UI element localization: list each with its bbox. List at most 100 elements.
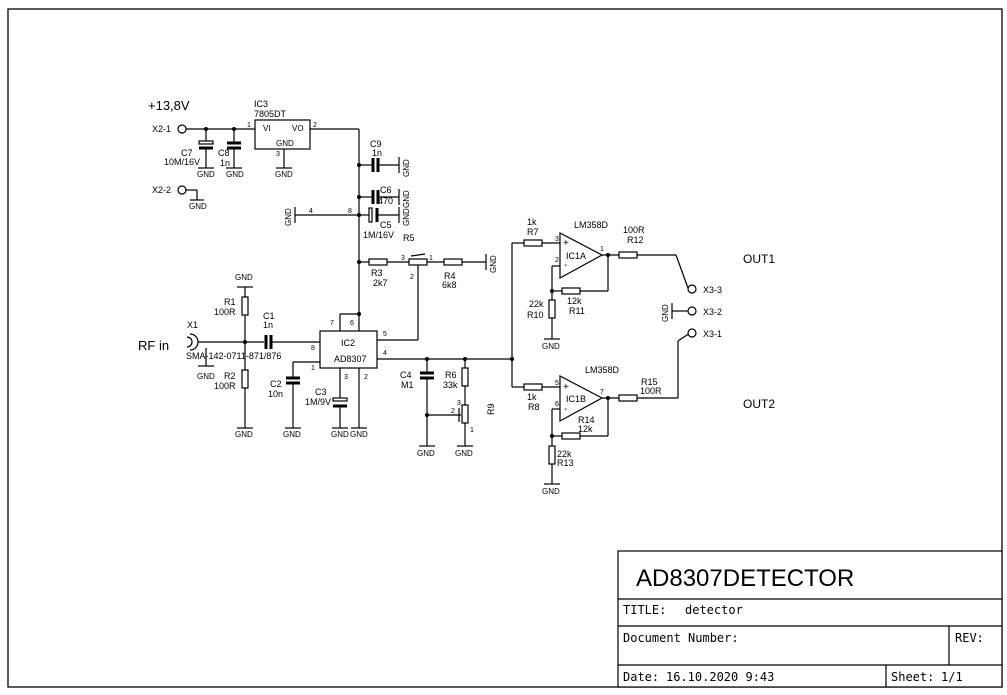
c8-name: C8 [218,148,230,158]
x2-2-terminal[interactable] [177,185,187,195]
ic2-chip [319,330,378,369]
c3-value: 1M/9V [305,397,331,407]
r2-name: R2 [224,371,236,381]
r11-value: 12k [567,296,582,306]
r12-name: R12 [627,235,644,245]
r6-value: 33k [443,380,458,390]
c9-value: 1n [372,148,382,158]
ic2-value: AD8307 [334,354,367,364]
x3-2-label: X3-2 [703,307,722,317]
svg-text:-: - [564,260,567,271]
x2-1-terminal[interactable] [177,124,187,134]
supply-label: +13,8V [148,98,190,113]
x3-2-terminal[interactable] [687,306,697,316]
svg-text:GND: GND [276,139,294,148]
r6-resistor [461,367,469,387]
c7-capacitor [198,140,214,145]
date-value: 16.10.2020 9:43 [666,670,774,684]
r1-resistor [241,296,249,316]
r3-name: R3 [371,268,383,278]
svg-text:4: 4 [309,208,313,215]
r7-name: R7 [527,227,539,237]
svg-text:GND: GND [197,372,215,381]
c6-name: C6 [380,185,392,195]
svg-text:1: 1 [600,246,604,253]
svg-text:VI: VI [263,124,271,133]
svg-text:8: 8 [311,345,315,352]
svg-text:4: 4 [383,350,387,357]
svg-text:6: 6 [350,320,354,327]
r8-name: R8 [528,402,540,412]
svg-text:2: 2 [555,257,559,264]
r12-resistor [618,251,638,259]
r9-trimmer[interactable] [461,404,469,424]
r11-name: R11 [569,306,585,316]
rev-label: REV: [955,631,984,645]
r1-name: R1 [224,297,236,307]
r14-name: R14 [578,415,595,425]
r6-name: R6 [445,370,457,380]
x1-label: X1 [187,320,198,330]
out1-label: OUT1 [743,252,775,266]
ic1a-name: IC1A [566,251,586,261]
r2-resistor [241,369,249,389]
svg-text:GND: GND [284,208,293,226]
svg-text:GND: GND [417,449,435,458]
svg-text:-: - [564,404,567,415]
svg-text:GND: GND [235,273,253,282]
document-number-label: Document Number: [623,631,739,645]
r11-resistor [561,287,581,295]
svg-text:GND: GND [542,487,560,496]
r3-resistor [368,258,388,266]
x3-3-terminal[interactable] [687,284,697,294]
c8-value: 1n [220,158,230,168]
power-supply-section: +13,8V X2-1 C7 10M/16V GND C8 1n GND X2-… [148,98,411,316]
out2-label: OUT2 [743,397,775,411]
svg-text:2: 2 [410,274,414,281]
svg-text:GND: GND [455,449,473,458]
svg-text:2: 2 [451,408,455,415]
r14-value: 12k [578,424,593,434]
ic1a-value: LM358D [574,220,609,230]
x2-1-label: X2-1 [152,124,171,134]
r13-resistor [548,445,556,465]
svg-text:3: 3 [276,151,280,158]
sma-connector-icon[interactable] [189,333,199,351]
c1-value: 1n [263,320,273,330]
svg-text:1: 1 [311,365,315,372]
svg-text:1: 1 [247,122,251,129]
svg-text:+: + [563,238,569,249]
x2-2-label: X2-2 [152,185,171,195]
svg-text:5: 5 [555,380,559,387]
svg-text:GND: GND [189,202,207,211]
r4-resistor [443,258,463,266]
svg-text:7: 7 [330,320,334,327]
svg-text:3: 3 [457,400,461,407]
x1-part: SMA-142-0711-871/876 [186,351,281,361]
title-block: AD8307DETECTOR TITLE: detector Document … [617,550,1003,688]
x3-1-terminal[interactable] [687,328,697,338]
c3-name: C3 [315,387,327,397]
title-label: TITLE: [623,603,666,617]
sheet-label: Sheet: [891,670,934,684]
svg-text:7: 7 [600,389,604,396]
sheet-value: 1/1 [941,670,963,684]
c5-name: C5 [380,220,392,230]
c6-value: 470 [378,196,393,206]
ic2-log-amp: IC2 AD8307 7 6 5 4 1 3 2 GND C2 10n GND … [268,313,514,439]
r10-name: R10 [527,310,544,320]
svg-text:GND: GND [350,430,368,439]
c2-value: 10n [268,389,283,399]
svg-text:GND: GND [226,170,244,179]
svg-text:GND: GND [661,304,670,322]
svg-text:+: + [563,382,569,393]
r5-trimmer[interactable] [408,258,428,266]
title-value: detector [685,603,743,617]
c7-value: 10M/16V [164,157,200,167]
c7-name: C7 [181,148,193,158]
ic3-regulator [254,119,311,150]
svg-text:GND: GND [235,430,253,439]
c9-name: C9 [370,139,382,149]
ic1b-opamp-triangle [559,375,604,423]
